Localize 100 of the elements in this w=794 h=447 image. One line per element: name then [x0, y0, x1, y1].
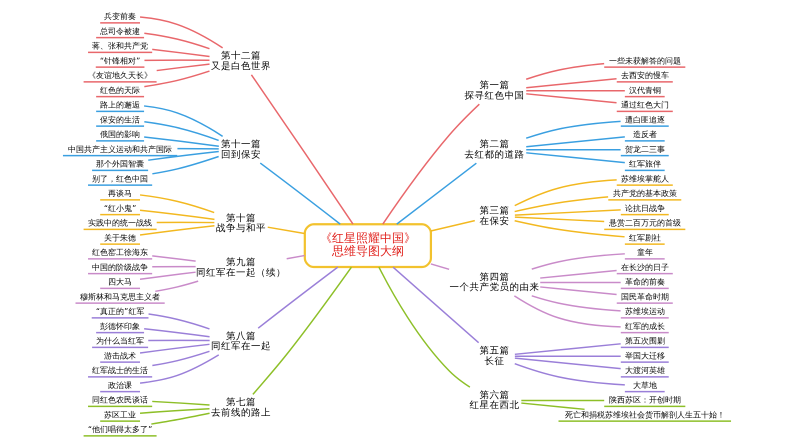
connector: [540, 286, 617, 296]
connector: [521, 400, 604, 402]
connector: [152, 350, 210, 366]
connector: [514, 179, 617, 206]
connector: [140, 408, 210, 414]
connector: [155, 280, 198, 292]
node-text: 遭白匪追逐: [624, 114, 665, 124]
node-text: 保安的生活: [100, 114, 140, 124]
connector: [140, 271, 196, 280]
connector: [514, 196, 608, 212]
connector: [140, 194, 214, 214]
connector: [140, 210, 215, 220]
connector: [526, 90, 625, 92]
connector: [526, 152, 625, 164]
node-text: 俄国的影响: [100, 129, 140, 140]
node-text: 蒋、张和共产党: [92, 40, 148, 51]
node-text: 兵变前奏: [104, 11, 136, 22]
connector: [286, 254, 305, 260]
node-text: 中国的阶级战争: [92, 262, 148, 272]
connector: [144, 70, 210, 88]
node-text: 苏维埃掌舵人: [620, 173, 669, 184]
connector: [526, 93, 617, 104]
connector: [514, 295, 621, 328]
node-text: 穆斯林和马克思主义者: [80, 291, 160, 302]
node-text: 造反者: [632, 129, 657, 140]
node-text: 政治课: [108, 380, 132, 390]
connector: [514, 357, 621, 370]
connector: [152, 255, 196, 262]
connector: [252, 266, 352, 395]
node-text: 大渡河英雄: [624, 365, 665, 376]
connector: [140, 344, 210, 354]
node-text: 路上的邂逅: [100, 100, 140, 110]
connector: [156, 63, 210, 72]
connector: [526, 149, 621, 150]
node-text: 第八篇 同红军在一起: [211, 330, 272, 352]
connector: [532, 253, 625, 270]
node-text: 中国共产主义运动和共产国际: [68, 144, 172, 154]
node-text: 红色的天际: [100, 84, 140, 95]
node-text: 汉代青铜: [628, 84, 661, 95]
node-text: 苏维埃运动: [624, 306, 665, 316]
connector: [260, 162, 341, 225]
connector: [148, 313, 210, 330]
connector: [140, 16, 224, 48]
connector: [152, 48, 210, 58]
connector: [521, 402, 585, 410]
node-text: 四大马: [108, 276, 132, 287]
connector: [540, 282, 621, 284]
connector: [177, 148, 219, 150]
node-text: 再谈马: [108, 188, 132, 198]
node-text: 一些未获解答的问题: [608, 55, 681, 66]
node-text: 那个外国智囊: [96, 158, 144, 169]
connector: [526, 136, 625, 148]
connector: [140, 225, 215, 236]
node-text: 实践中的统一战线: [88, 218, 152, 228]
connector: [392, 266, 480, 344]
connector: [144, 32, 210, 50]
connector: [514, 220, 625, 238]
node-text: 第十二篇 又是白色世界: [211, 50, 272, 72]
node-text: 第九篇 同红军在一起（续）: [196, 257, 286, 278]
connector: [378, 266, 470, 388]
connector: [430, 263, 450, 270]
connector: [148, 340, 210, 342]
node-text: 红军剧社: [628, 232, 661, 242]
node-text: “真正的”红军: [96, 306, 144, 316]
node-text: “他们唱得太多了”: [88, 424, 152, 434]
node-text: 红军的成长: [624, 320, 665, 331]
connector: [151, 412, 210, 425]
node-text: 第十一篇 回到保安: [221, 139, 262, 160]
connector: [250, 74, 354, 224]
connector: [144, 59, 210, 62]
node-text: 同红色农民谈话: [92, 394, 148, 405]
node-text: 论抗日战争: [624, 202, 665, 213]
node-text: 关于朱德: [104, 232, 136, 242]
connector: [540, 270, 617, 279]
node-text: 大草地: [632, 380, 657, 390]
node-text: 《友谊地久天长》: [88, 70, 152, 80]
node-text: 共产党的基本政策: [612, 188, 677, 198]
node-text: 第二篇 去红都的道路: [464, 139, 525, 160]
connector: [430, 220, 475, 232]
connector: [382, 104, 480, 224]
node-text: 第四篇 一个共产党员的由来: [450, 272, 540, 294]
connector: [526, 62, 604, 80]
node-text: 红色窑工徐海东: [92, 247, 148, 258]
node-text: 总司令被逮: [100, 26, 140, 36]
connector: [152, 266, 196, 268]
connector: [268, 226, 305, 234]
node-text: 死亡和捐税苏维埃社会货币解剖人生五十始！: [564, 409, 725, 420]
node-text: 革命的前奏: [624, 276, 665, 287]
node-box: 《红星照耀中国》 思维导图大纲: [304, 223, 432, 268]
connector: [156, 222, 214, 224]
connector: [152, 400, 210, 406]
connector: [258, 266, 338, 329]
connector: [514, 356, 621, 357]
node-text: 在长沙的日子: [620, 262, 669, 272]
connector: [514, 363, 625, 386]
connector: [514, 216, 604, 222]
node-text: “针锋相对”: [100, 55, 140, 66]
node-text: 悬赏二百万元的首级: [608, 218, 681, 228]
node-text: 第一篇 探寻红色中国: [464, 80, 525, 102]
node-text: 红军战士的生活: [92, 365, 148, 376]
